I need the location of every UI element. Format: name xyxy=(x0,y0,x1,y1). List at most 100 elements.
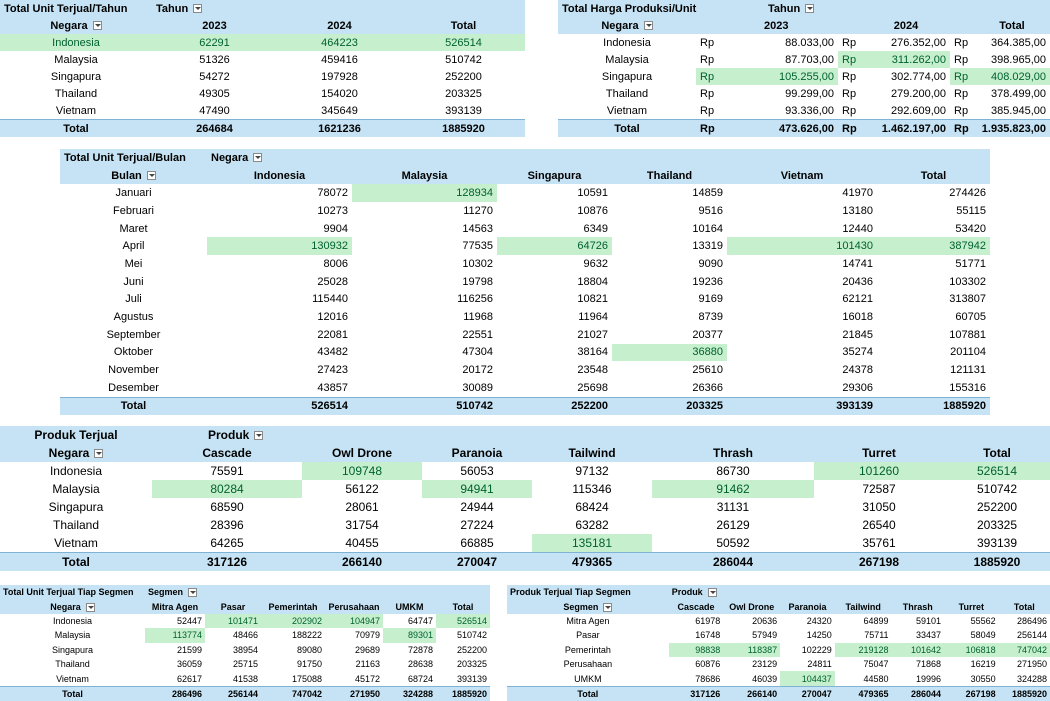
cell: 1885920 xyxy=(877,396,990,416)
currency-label: Rp xyxy=(954,87,969,100)
cell: 106818 xyxy=(944,642,999,657)
cell: 62121 xyxy=(842,293,873,306)
cell: 10821 xyxy=(577,293,608,306)
cell: 22551 xyxy=(462,328,493,341)
cell: 25028 xyxy=(317,275,348,288)
column-header: Thrash xyxy=(652,444,814,462)
cell: 55115 xyxy=(956,204,986,217)
cell: 271950 xyxy=(1016,659,1047,670)
filter-dropdown-icon[interactable] xyxy=(805,4,815,14)
row-label: Malaysia xyxy=(605,53,649,66)
cell: 393139 xyxy=(456,673,488,684)
cell: 64265 xyxy=(210,536,244,550)
pivot-unit-per-segment: Total Unit Terjual Tiap Segmen Segmen Ne… xyxy=(0,585,491,701)
cell: 270047 xyxy=(780,685,835,701)
filter-dropdown-icon[interactable] xyxy=(193,4,203,14)
column-header: Total xyxy=(998,599,1050,614)
filter-dropdown-icon[interactable] xyxy=(603,602,613,612)
currency-label: Rp xyxy=(954,104,969,117)
filter-dropdown-icon[interactable] xyxy=(94,449,104,459)
cell: 98838 xyxy=(668,642,724,657)
table-row: Singapura Rp 105.255,00 Rp 302.774,00 Rp… xyxy=(558,68,1050,85)
cell: 59101 xyxy=(915,615,941,626)
filter-dropdown-icon[interactable] xyxy=(643,21,653,31)
cell: 31754 xyxy=(345,518,379,532)
cell: 49305 xyxy=(199,87,230,100)
col-field-label: Produk xyxy=(208,428,250,442)
cell: 219128 xyxy=(834,642,892,657)
table-row: Indonesia Rp 88.033,00 Rp 276.352,00 Rp … xyxy=(558,34,1050,51)
cell: 286044 xyxy=(652,552,814,571)
pivot-title: Total Unit Terjual Tiap Segmen xyxy=(0,585,145,600)
cell: 14859 xyxy=(692,187,723,200)
filter-dropdown-icon[interactable] xyxy=(92,21,102,31)
pivot-title: Produk Terjual xyxy=(0,426,152,444)
cell: 116256 xyxy=(457,293,493,306)
cell: 256144 xyxy=(205,685,262,701)
row-label: Singapura xyxy=(51,644,94,655)
currency-label: Rp xyxy=(954,53,969,66)
cell: 54272 xyxy=(199,70,230,83)
column-header: 2023 xyxy=(720,17,839,34)
row-label: November xyxy=(108,364,159,377)
cell: 97132 xyxy=(575,464,609,478)
filter-dropdown-icon[interactable] xyxy=(188,588,198,598)
cell: 50592 xyxy=(716,536,750,550)
cell: 99.299,00 xyxy=(785,87,835,100)
cell: 188222 xyxy=(291,630,323,641)
cell: 16219 xyxy=(970,659,996,670)
cell: 252200 xyxy=(497,396,612,416)
filter-dropdown-icon[interactable] xyxy=(254,431,264,441)
table-row: Indonesia 62291 464223 526514 xyxy=(0,34,525,51)
cell: 25715 xyxy=(232,659,259,670)
cell: 279.200,00 xyxy=(890,87,947,100)
row-label: Mei xyxy=(124,257,143,270)
cell: 71868 xyxy=(915,659,941,670)
cell: 88.033,00 xyxy=(785,36,835,49)
cell: 271950 xyxy=(325,685,384,701)
cell: 256144 xyxy=(1016,630,1047,641)
cell: 311.262,00 xyxy=(862,51,951,68)
cell: 286496 xyxy=(145,685,205,701)
filter-dropdown-icon[interactable] xyxy=(253,153,263,163)
cell: 64726 xyxy=(497,237,612,256)
cell: 26366 xyxy=(692,381,723,394)
cell: 68724 xyxy=(407,673,434,684)
cell: 23548 xyxy=(577,364,608,377)
cell: 68590 xyxy=(210,500,244,514)
row-label: Thailand xyxy=(54,87,98,100)
cell: 526514 xyxy=(207,396,352,416)
cell: 526514 xyxy=(944,462,1050,480)
row-label: Indonesia xyxy=(0,34,152,51)
column-header: Owl Drone xyxy=(302,444,422,462)
table-row: Singapura 54272 197928 252200 xyxy=(0,68,525,85)
filter-dropdown-icon[interactable] xyxy=(85,602,95,612)
cell: 29306 xyxy=(842,381,873,394)
pivot-product-per-segment: Produk Terjual Tiap Segmen Produk Segmen… xyxy=(507,585,1050,701)
cell: 27224 xyxy=(460,518,494,532)
total-label: Total xyxy=(0,685,145,701)
row-label: Desember xyxy=(108,381,159,394)
row-label: Juli xyxy=(125,293,142,306)
row-label: Pasar xyxy=(576,630,600,641)
cell: 26129 xyxy=(716,518,750,532)
cell: 26540 xyxy=(862,518,896,532)
cell: 52447 xyxy=(176,615,202,626)
cell: 31050 xyxy=(862,500,896,514)
cell: 115440 xyxy=(312,293,348,306)
cell: 55562 xyxy=(970,615,996,626)
filter-dropdown-icon[interactable] xyxy=(146,171,156,181)
filter-dropdown-icon[interactable] xyxy=(707,588,717,598)
col-field-label: Segmen xyxy=(148,587,184,598)
cell: 385.945,00 xyxy=(990,104,1047,117)
pivot-unit-per-year: Total Unit Terjual/Tahun Tahun Negara 20… xyxy=(0,0,525,137)
cell: 23129 xyxy=(752,659,778,670)
row-label: Indonesia xyxy=(52,615,93,626)
cell: 78686 xyxy=(695,673,721,684)
